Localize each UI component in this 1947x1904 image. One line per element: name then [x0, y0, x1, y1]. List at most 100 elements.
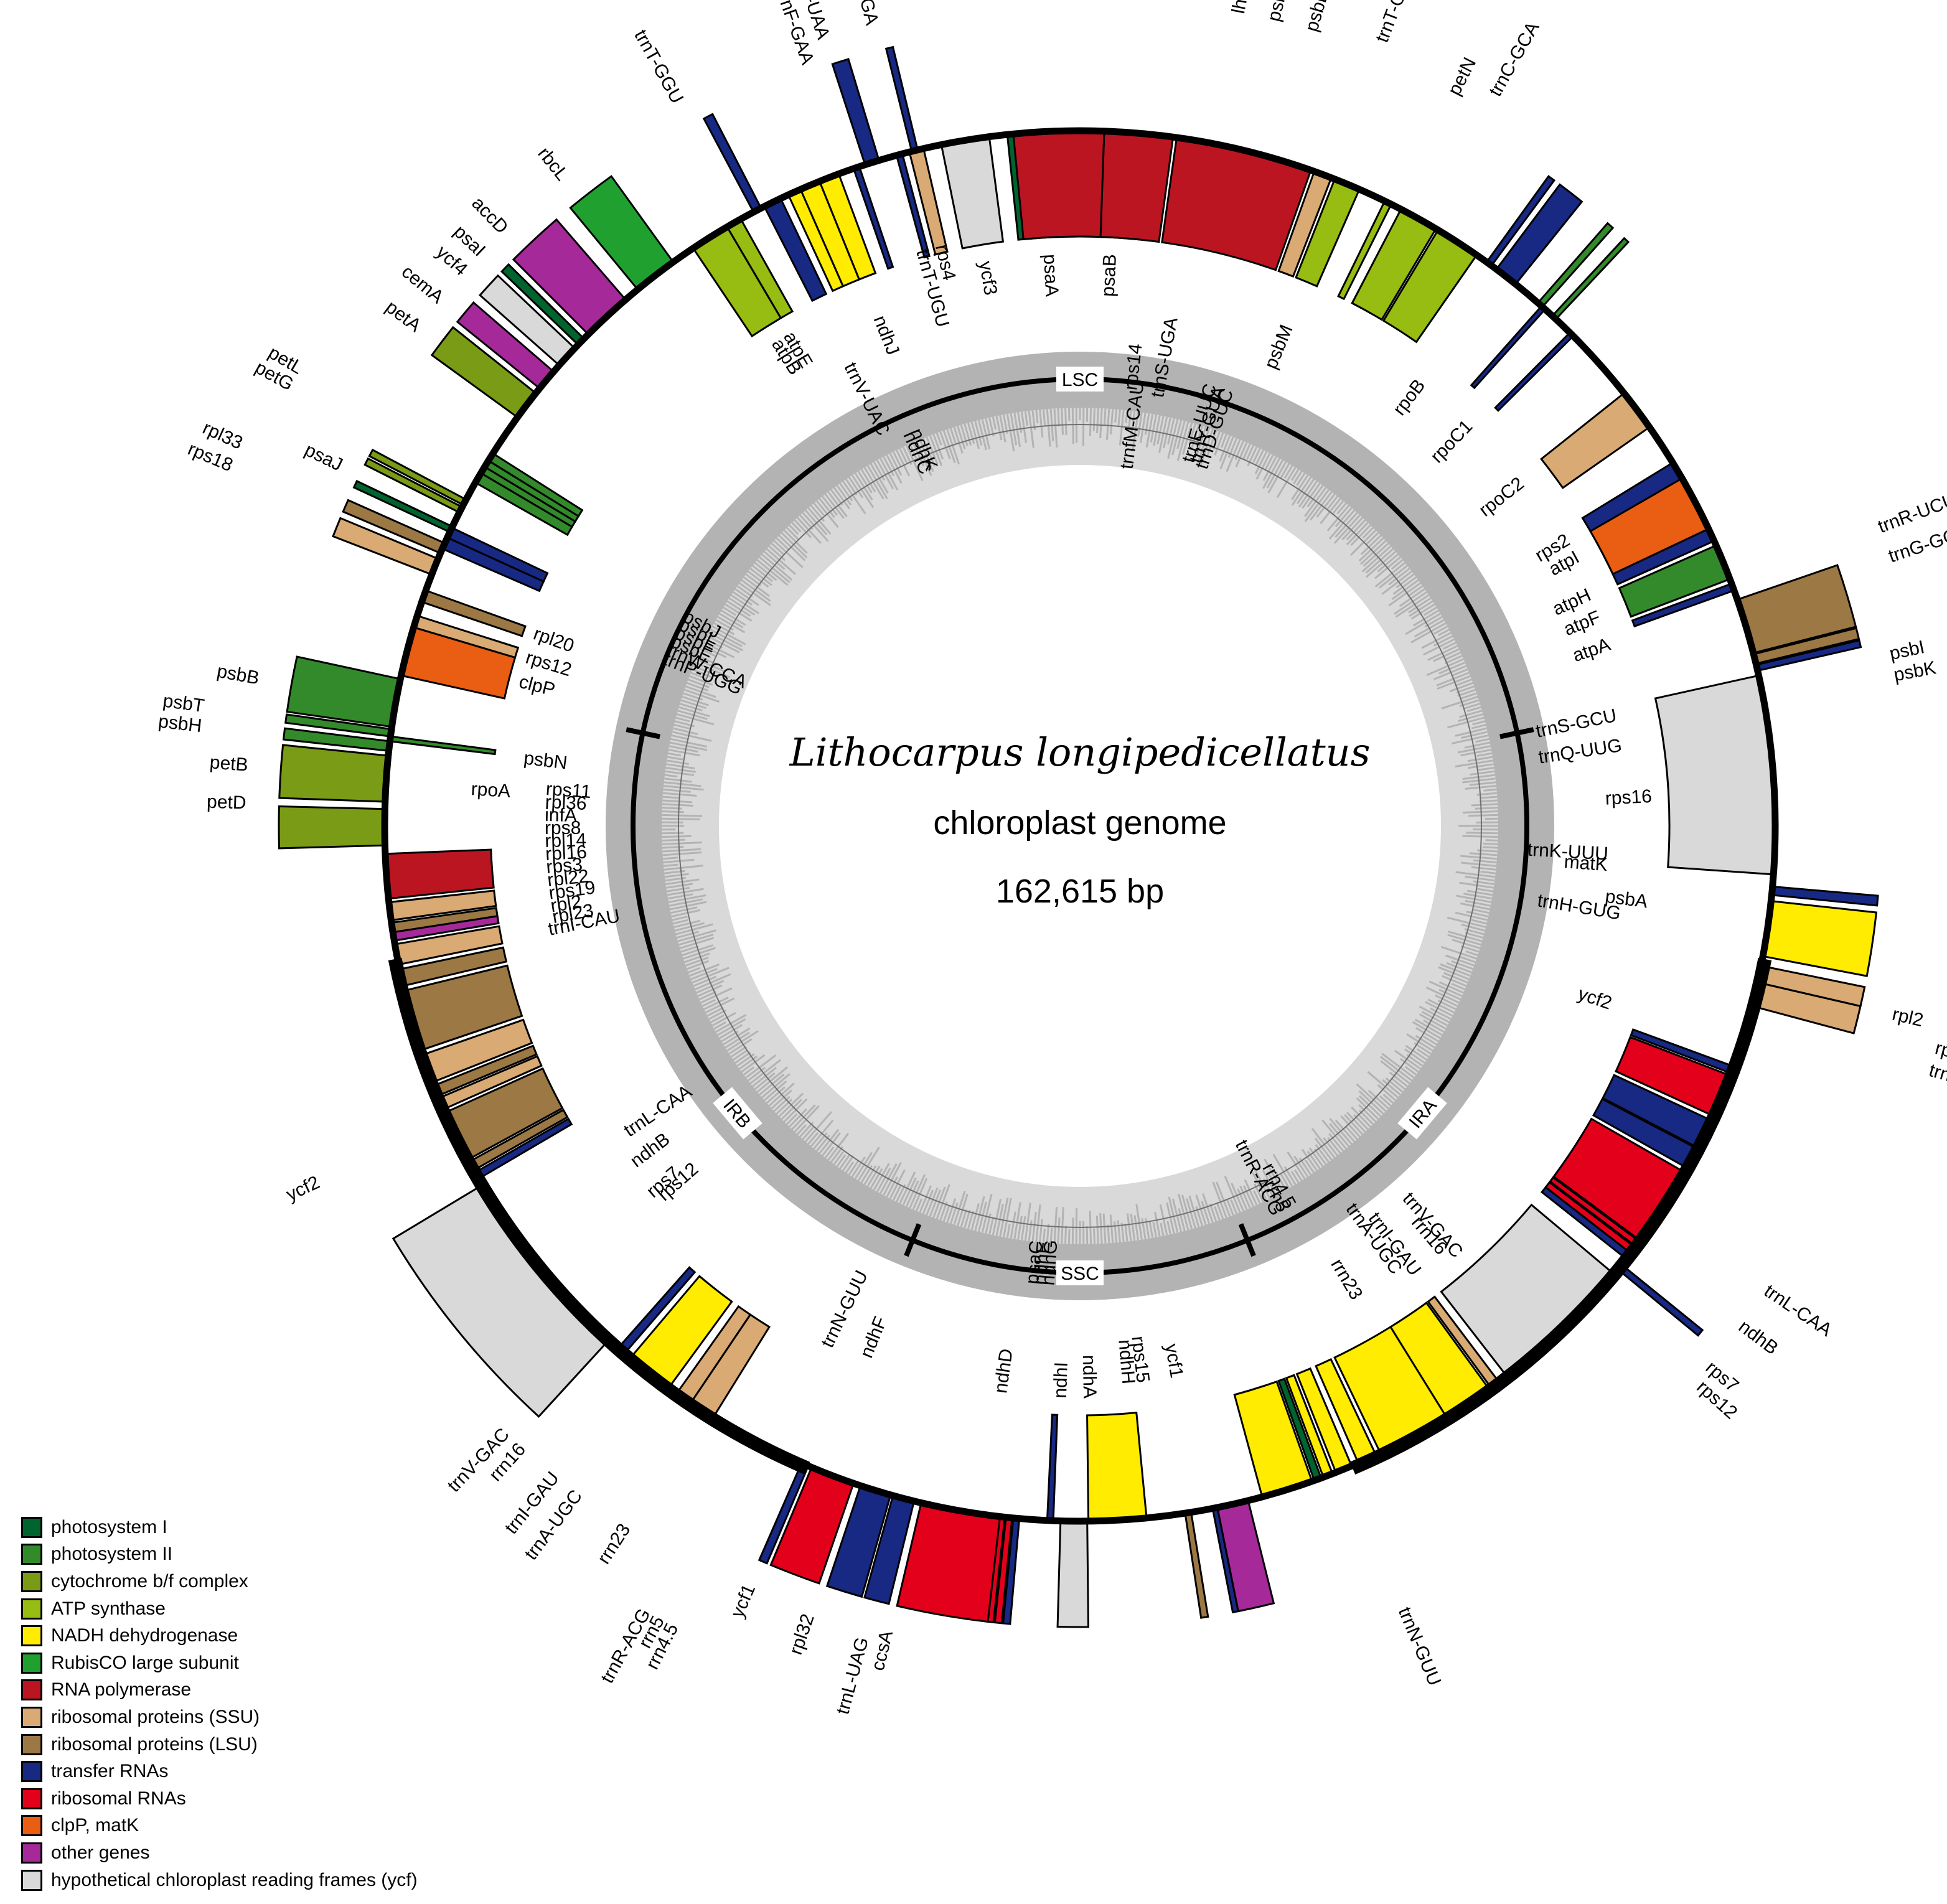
- gene-label: rrn23: [594, 1520, 635, 1568]
- gene-label: ycf3: [975, 260, 1001, 297]
- gene-label: rps3: [545, 855, 583, 878]
- gene-label: rpl32: [786, 1611, 819, 1658]
- gene-label: rpoA: [471, 779, 511, 802]
- legend-swatch: [21, 1761, 42, 1783]
- gene-label: trnC-GCA: [1485, 19, 1544, 100]
- legend-item: transfer RNAs: [21, 1758, 418, 1785]
- legend-label: photosystem I: [51, 1516, 167, 1537]
- gene-label: ndhE: [1030, 1240, 1054, 1286]
- legend-label: hypothetical chloroplast reading frames …: [51, 1869, 418, 1890]
- gene-label: ndhB: [1735, 1316, 1782, 1359]
- gene-label: cemA: [398, 261, 448, 307]
- gene-label: rpl36: [545, 792, 587, 814]
- legend-swatch: [21, 1706, 42, 1728]
- gene-track: [278, 45, 1879, 1628]
- gene-label: rpoC1: [1427, 416, 1477, 467]
- genome-size: 162,615 bp: [996, 873, 1164, 910]
- gene-label: psbC: [1264, 0, 1293, 24]
- legend-item: RubisCO large subunit: [21, 1649, 418, 1677]
- gene-ycf1: [1056, 1520, 1089, 1628]
- gene-label: trnT-GGU: [630, 26, 687, 107]
- gene-label: trnI-CAU: [1926, 1060, 1947, 1100]
- gene-label: ndhA: [1079, 1355, 1100, 1399]
- gene-label: ndhI: [1050, 1362, 1072, 1399]
- gene-ndhf: [1086, 1412, 1148, 1522]
- legend-label: cytochrome b/f complex: [51, 1570, 248, 1592]
- legend-swatch: [21, 1869, 42, 1891]
- gene-trnt-ggu-l: [702, 113, 762, 213]
- gene-petb: [278, 744, 390, 803]
- region-label-ssc: SSC: [1056, 1260, 1104, 1285]
- gene-label: ndhF: [856, 1314, 891, 1361]
- gene-label: rpoB: [1389, 375, 1430, 419]
- gene-label: rps8: [545, 818, 581, 838]
- gene-label: ycf2: [1575, 983, 1615, 1014]
- gene-ycf3: [940, 135, 1005, 250]
- legend-swatch: [21, 1516, 42, 1538]
- legend-item: photosystem II: [21, 1541, 418, 1569]
- gene-trnl-uaa: [831, 58, 881, 166]
- gene-label: ycf2: [283, 1172, 323, 1205]
- gene-label: psaB: [1098, 253, 1121, 297]
- gene-label: psaJ: [301, 439, 345, 475]
- legend-item: cytochrome b/f complex: [21, 1568, 418, 1595]
- gene-rrn23: [896, 1501, 1002, 1623]
- gene-label: psbH: [157, 711, 203, 736]
- gene-petd: [278, 805, 386, 850]
- gene-label: trnS-GCU: [1534, 705, 1619, 742]
- gene-label: ndhJ: [870, 312, 904, 358]
- gene-label: rps16: [1605, 786, 1653, 809]
- gene-rpl32: [1184, 1511, 1209, 1619]
- legend-label: other genes: [51, 1842, 150, 1863]
- genome-type: chloroplast genome: [933, 804, 1226, 842]
- gene-label: psbB: [215, 661, 261, 689]
- gene-trnn-guu: [1046, 1414, 1059, 1522]
- gene-trns-gga: [884, 45, 919, 152]
- legend-swatch: [21, 1815, 42, 1837]
- svg-text:SSC: SSC: [1061, 1264, 1099, 1284]
- legend-label: ribosomal proteins (SSU): [51, 1706, 260, 1727]
- gene-label: psbM: [1260, 322, 1297, 372]
- region-boundary-tick: [1499, 727, 1534, 739]
- gene-label: ycf1: [1161, 1342, 1187, 1379]
- gene-rpob: [1012, 129, 1105, 240]
- legend-item: ribosomal proteins (LSU): [21, 1731, 418, 1758]
- gene-label: psaA: [1039, 253, 1063, 297]
- legend-label: ribosomal proteins (LSU): [51, 1733, 258, 1755]
- legend-swatch: [21, 1570, 42, 1592]
- legend-label: clpP, matK: [51, 1815, 139, 1836]
- genome-title: Lithocarpus longipedicellatus chloroplas…: [789, 729, 1371, 910]
- gene-label: psaC: [1022, 1240, 1047, 1285]
- legend-item: other genes: [21, 1839, 418, 1867]
- legend-swatch: [21, 1652, 42, 1674]
- gene-label: rpl22: [547, 866, 590, 891]
- gene-label: trnS-GGA: [842, 0, 883, 27]
- legend-swatch: [21, 1544, 42, 1565]
- legend-label: NADH dehydrogenase: [51, 1625, 238, 1646]
- legend-swatch: [21, 1598, 42, 1620]
- gene-label: ndhD: [990, 1348, 1017, 1395]
- gene-label: petA: [382, 297, 425, 336]
- gene-rpoc1: [1099, 130, 1175, 243]
- legend-item: ATP synthase: [21, 1595, 418, 1623]
- legend-label: transfer RNAs: [51, 1761, 169, 1782]
- gene-label: petD: [207, 792, 246, 814]
- gene-label: trnT-GGU: [1372, 0, 1420, 45]
- gene-label: petB: [209, 752, 249, 775]
- gene-label: trnN-GUU: [1394, 1604, 1445, 1689]
- gene-label: trnK-UUU: [1527, 840, 1609, 865]
- legend-item: photosystem I: [21, 1514, 418, 1541]
- legend-swatch: [21, 1788, 42, 1809]
- gene-label: rpl2: [1890, 1004, 1925, 1031]
- legend-swatch: [21, 1733, 42, 1755]
- region-boundary-tick: [904, 1223, 922, 1257]
- legend-label: ATP synthase: [51, 1598, 166, 1619]
- gene-trnn-guu-ira: [1615, 1262, 1704, 1337]
- gene-label: ccsA: [868, 1629, 897, 1673]
- region-boundary-tick: [1238, 1223, 1256, 1257]
- legend-swatch: [21, 1842, 42, 1864]
- region-label-lsc: LSC: [1056, 367, 1104, 392]
